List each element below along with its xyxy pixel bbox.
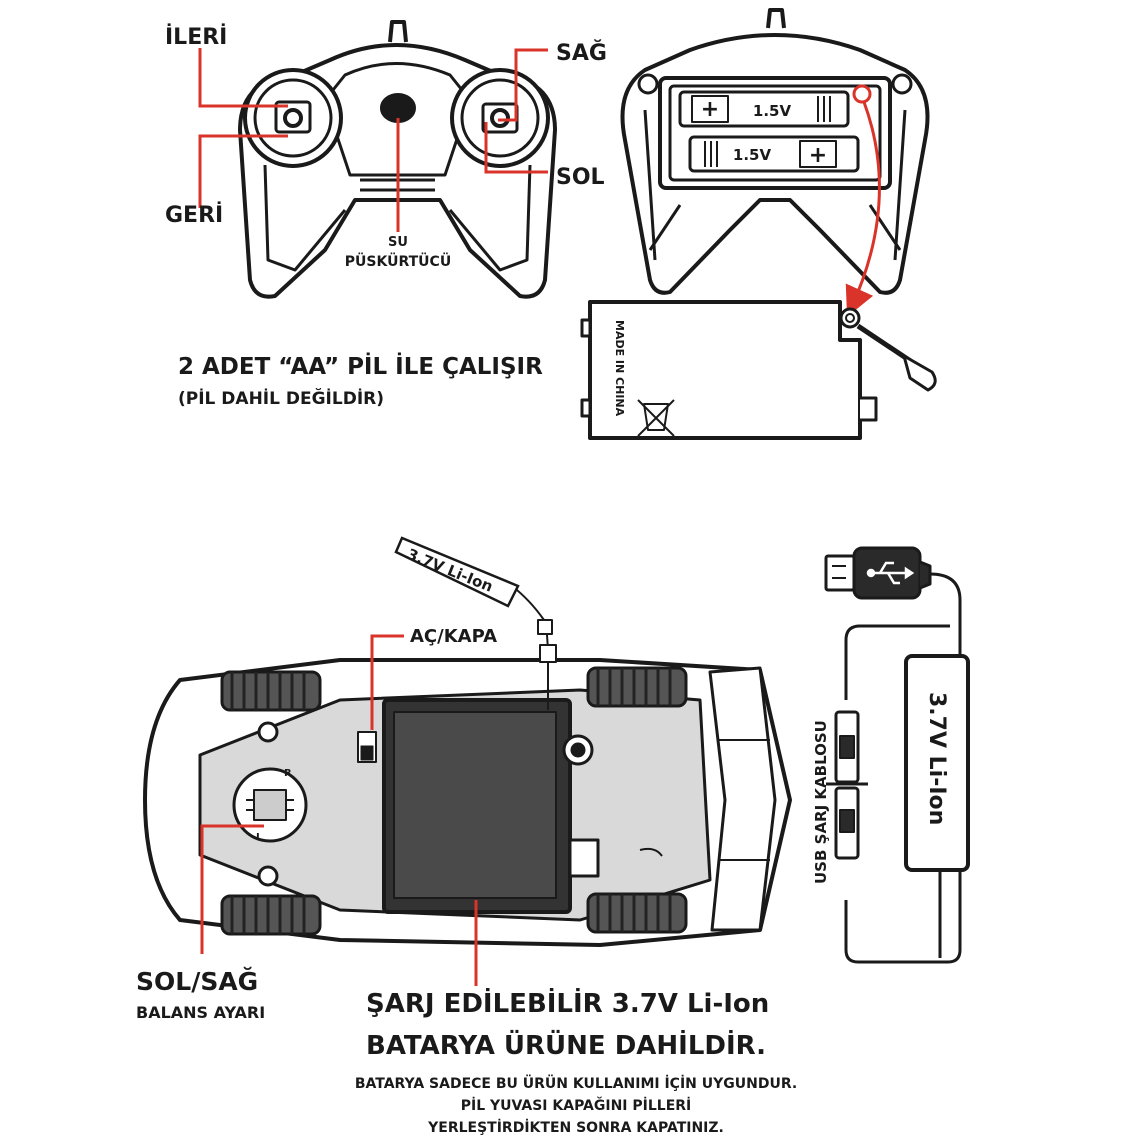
balance-label-line1: SOL/SAĞ [136,966,258,996]
forward-label: İLERİ [165,24,227,50]
small-note-line3: YERLEŞTİRDİKTEN SONRA KAPATINIZ. [427,1119,724,1136]
screw-marker [852,84,872,104]
usb-battery-label: 3.7V Li-Ion [924,692,949,825]
dial-right-letter: R [284,768,292,779]
car-callout-lines [200,634,478,986]
usb-icon [866,561,915,585]
plus-top: + [701,97,719,122]
screw-arrow [845,101,881,317]
cell-top-voltage: 1.5V [753,102,792,120]
left-label: SOL [556,165,605,190]
wheel-front-right [220,894,322,936]
usb-cable-label: USB ŞARJ KABLOSU [812,720,830,884]
controller-back [620,8,930,295]
sprayer-label-line2: PÜSKÜRTÜCÜ [345,252,451,270]
small-note-line1: BATARYA SADECE BU ÜRÜN KULLANIMI İÇİN UY… [355,1074,797,1092]
cover-made-in-china: MADE IN CHINA [613,320,626,417]
car-chassis [143,585,792,947]
aa-note-line1: 2 ADET “AA” PİL İLE ÇALIŞIR [178,352,543,380]
wheel-rear-right [586,892,688,934]
wheel-front-left [220,670,322,712]
controller-callout-lines [198,48,548,232]
li-ion-tag [394,536,520,608]
back-label: GERİ [165,202,223,228]
sprayer-label-line1: SU [388,235,408,250]
aa-note-line2: (PİL DAHİL DEĞİLDİR) [178,387,384,409]
battery-cover [580,300,937,440]
dial-left-letter: L [256,832,263,843]
plus-bottom: + [809,143,827,168]
usb-cable [824,546,970,964]
charge-note-line2: BATARYA ÜRÜNE DAHİLDİR. [366,1028,766,1061]
small-note-line2: PİL YUVASI KAPAĞINI PİLLERİ [461,1096,692,1114]
bin-icon [637,399,675,437]
charge-note-line1: ŞARJ EDİLEBİLİR 3.7V Li-Ion [366,987,769,1019]
cell-bottom-voltage: 1.5V [733,146,772,164]
balance-label-line2: BALANS AYARI [136,1003,265,1022]
wheel-rear-left [586,666,688,708]
right-label: SAĞ [556,40,607,66]
controller-front [238,20,557,299]
switch-label: AÇ/KAPA [410,626,497,647]
